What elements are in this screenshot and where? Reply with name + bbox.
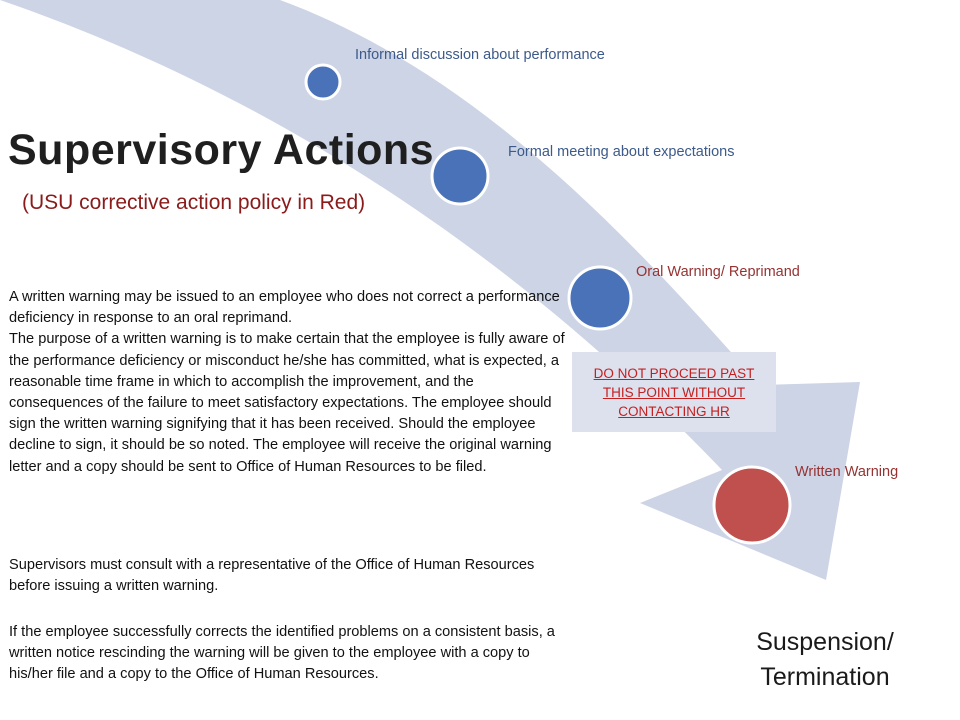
page-title: Supervisory Actions: [8, 126, 435, 174]
step-label-written: Written Warning: [795, 464, 899, 480]
hr-notice-line-3: CONTACTING HR: [618, 403, 730, 419]
body-paragraph-3: Supervisors must consult with a represen…: [9, 557, 535, 595]
step-circle-formal: [430, 146, 490, 206]
rescind-note: If the employee successfully corrects th…: [9, 622, 569, 686]
step-label-informal: Informal discussion about performance: [355, 47, 605, 63]
hr-notice-line-2: THIS POINT WITHOUT: [602, 384, 746, 400]
page-subtitle: (USU corrective action policy in Red): [22, 191, 366, 214]
final-step-line-1: Suspension/: [756, 628, 894, 656]
consult-hr-note: Supervisors must consult with a represen…: [9, 555, 569, 597]
written-warning-description: A written warning may be issued to an em…: [9, 287, 569, 478]
hr-notice-text: DO NOT PROCEED PAST THIS POINT WITHOUT C…: [579, 364, 769, 421]
body-paragraph-1: A written warning may be issued to an em…: [9, 289, 560, 327]
hr-notice-line-1: DO NOT PROCEED PAST: [593, 365, 755, 381]
body-paragraph-4: If the employee successfully corrects th…: [9, 624, 555, 683]
step-label-oral: Oral Warning/ Reprimand: [636, 264, 800, 280]
step-circle-informal: [304, 63, 342, 101]
final-step-line-2: Termination: [760, 663, 890, 691]
final-step-label: Suspension/ Termination: [720, 625, 930, 695]
step-circle-written: [712, 465, 792, 545]
hr-notice-box: DO NOT PROCEED PAST THIS POINT WITHOUT C…: [572, 352, 776, 432]
step-label-formal: Formal meeting about expectations: [508, 144, 735, 160]
body-paragraph-2: The purpose of a written warning is to m…: [9, 331, 565, 475]
step-circle-oral: [567, 265, 633, 331]
